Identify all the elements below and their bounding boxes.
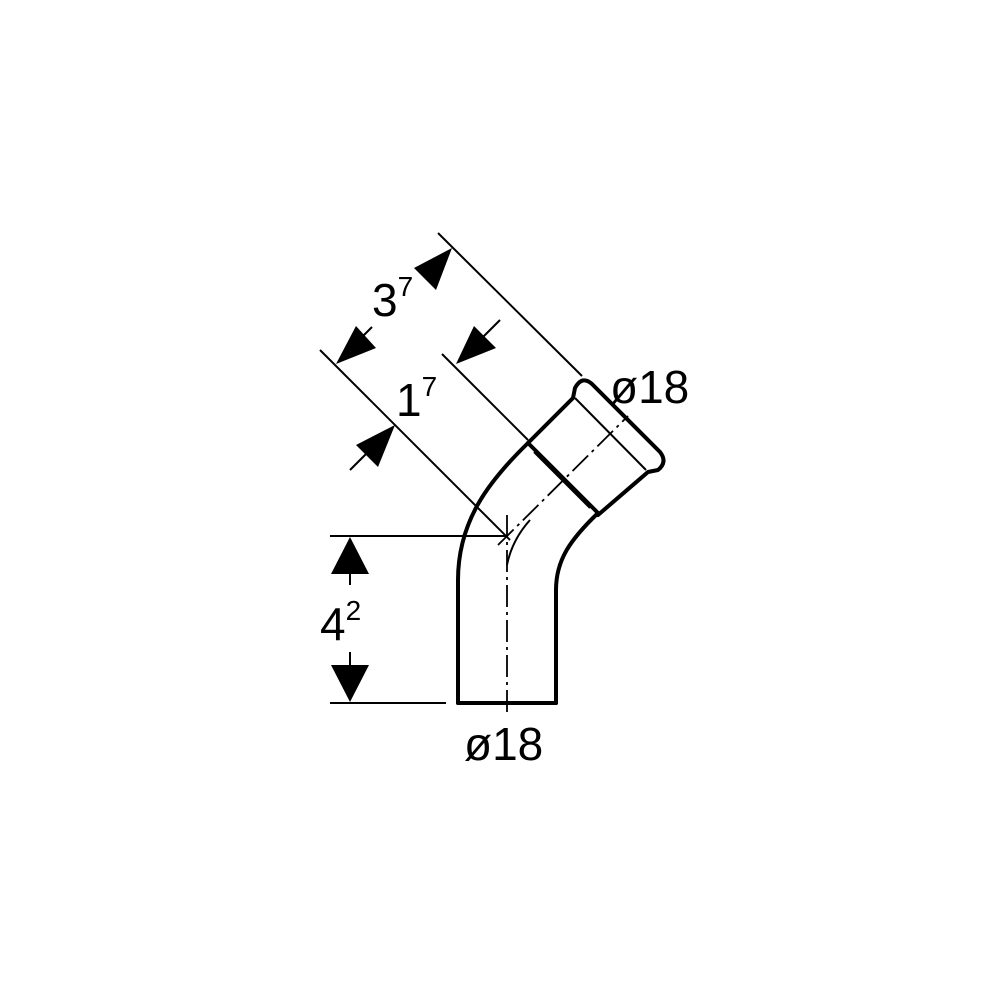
angled-centre-line — [497, 415, 629, 546]
arrowhead-socket-upper — [456, 326, 496, 364]
dimension-socket-depth — [349, 319, 529, 471]
socket-depth-main: 1 — [396, 374, 422, 426]
socket-joint-inner-edge — [533, 451, 591, 509]
arrowhead-overall-lower — [336, 326, 376, 364]
arrowhead-socket-lower — [356, 425, 395, 467]
socket-depth-sup: 7 — [422, 371, 438, 402]
overall-length-sup: 7 — [398, 271, 414, 302]
socket-diameter-label: ø18 — [610, 361, 689, 413]
extension-line-outer-top — [437, 232, 583, 377]
elbow-outer-wall — [456, 441, 530, 705]
elbow-inner-wall — [554, 511, 600, 705]
extension-line-outer-bottom — [319, 349, 511, 541]
leg-height-label: 42 — [320, 595, 361, 650]
arrowhead-leg-bottom — [331, 665, 369, 702]
leg-height-main: 4 — [320, 598, 346, 650]
overall-length-main: 3 — [372, 274, 398, 326]
centre-lines — [497, 415, 629, 712]
socket-joint-edge — [526, 441, 600, 515]
leg-height-sup: 2 — [346, 595, 362, 626]
elbow-fitting — [456, 378, 666, 705]
arrowhead-leg-top — [331, 537, 369, 574]
arrowhead-overall-upper — [414, 248, 452, 290]
centre-arc — [506, 519, 531, 566]
socket-depth-label: 17 — [396, 371, 437, 426]
overall-length-label: 37 — [372, 271, 413, 326]
dimension-leg-height — [330, 535, 508, 704]
dimension-overall-length — [319, 232, 583, 541]
spigot-diameter-label: ø18 — [464, 718, 543, 770]
extension-line-socket — [441, 353, 529, 441]
